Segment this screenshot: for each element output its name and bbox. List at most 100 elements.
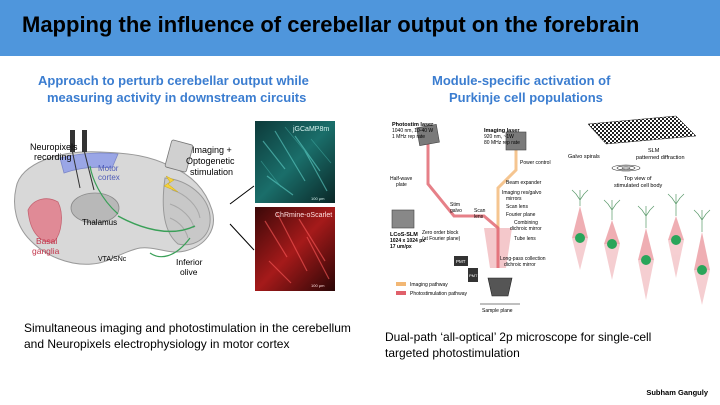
cell-body-4 (671, 235, 681, 245)
label-plate: plate (396, 182, 407, 188)
label-combining: Combining (514, 220, 538, 226)
label-stim: Stim (450, 202, 460, 208)
brain-schematic-figure: Neuropixels recording Motor cortex Thala… (14, 130, 235, 277)
right-heading: Module-specific activation of Purkinje c… (432, 72, 692, 106)
legend-photostim-swatch (396, 291, 406, 295)
label-olive: olive (180, 267, 198, 277)
left-caption-line1: Simultaneous imaging and photostimulatio… (24, 321, 351, 335)
stim-cone-2 (604, 220, 620, 244)
stim-cone-1 (572, 206, 588, 238)
label-patterned: patterned diffraction (636, 155, 685, 161)
label-lcos1: LCoS-SLM (390, 232, 418, 238)
label-imaging-plus: Imaging + (192, 145, 232, 155)
cell-targeting-diagram: SLM patterned diffraction Galvo spirals … (568, 115, 711, 305)
label-imaging-spec2: 80 MHz rep rate (484, 140, 520, 146)
left-caption-line2: and Neuropixels electrophysiology in mot… (24, 337, 290, 351)
label-photostim-pathway: Photostimulation pathway (410, 291, 467, 297)
microscope-schematic: Photostim laser 1040 nm, 10-40 W 1 MHz r… (390, 122, 551, 314)
label-photostim-laser: Photostim laser (392, 122, 434, 128)
label-imaging-res: Imaging res/galvo (502, 190, 542, 196)
cerebellum (162, 177, 211, 246)
label-neuropixels: Neuropixels (30, 142, 78, 152)
label-imaging-spec1: 920 nm, ~1W (484, 134, 514, 140)
left-heading: Approach to perturb cerebellar output wh… (38, 72, 338, 106)
label-recording: recording (34, 152, 72, 162)
right-heading-line2: Purkinje cell populations (449, 90, 603, 105)
label-scan-lens: Scan lens (506, 204, 528, 210)
label-galvo: galvo (450, 208, 462, 214)
cell-body-3 (641, 255, 651, 265)
label-basal: Basal (36, 236, 57, 246)
label-scale-1: 100 μm (311, 196, 325, 201)
basal-ganglia-region (27, 198, 62, 243)
label-top-view2: stimulated cell body (614, 183, 663, 189)
label-vta: VTA/SNc (98, 256, 127, 263)
stim-cone-5 (694, 232, 710, 270)
motor-cortex-region (59, 152, 119, 174)
label-lcos2: 1024 x 1024 px (390, 238, 425, 244)
label-dichroic-mirror: dichroic mirror (510, 226, 542, 232)
label-sample-plane: Sample plane (482, 308, 513, 314)
label-fourier-plane: Fourier plane (506, 212, 536, 218)
right-caption: Dual-path ‘all-optical’ 2p microscope fo… (385, 329, 705, 361)
stim-cone-4 (668, 216, 684, 240)
left-heading-line1: Approach to perturb cerebellar output wh… (38, 73, 309, 88)
title-bar: Mapping the influence of cerebellar outp… (0, 0, 720, 56)
imaging-laser (505, 131, 527, 151)
pmt-2 (468, 268, 478, 282)
label-tube-lens: Tube lens (514, 236, 536, 242)
label-scan: Scan (474, 208, 486, 214)
label-mirrors: mirrors (506, 196, 522, 202)
connector-lines (229, 185, 255, 251)
label-imaging-laser: Imaging laser (484, 128, 520, 134)
right-caption-line1: Dual-path ‘all-optical’ 2p microscope fo… (385, 330, 652, 344)
label-lcos3: 17 um/px (390, 244, 412, 250)
left-heading-line2: measuring activity in downstream circuit… (47, 90, 307, 105)
stim-cone-3 (638, 228, 654, 260)
label-zero-order1: Zero order block (422, 230, 459, 236)
neuropixels-probe-1 (70, 130, 75, 152)
left-caption: Simultaneous imaging and photostimulatio… (24, 320, 364, 352)
cell-body-2 (607, 239, 617, 249)
pmt-1 (454, 256, 468, 266)
thalamus-region (70, 192, 120, 224)
label-motor: Motor (98, 164, 119, 173)
label-slm: SLM (648, 148, 660, 154)
label-scale-2: 100 μm (311, 283, 325, 288)
legend-imaging-swatch (396, 282, 406, 286)
label-thalamus: Thalamus (82, 218, 117, 227)
slide-title: Mapping the influence of cerebellar outp… (22, 12, 640, 37)
label-chrmine: ChRmine-oScarlet (275, 212, 332, 219)
right-caption-line2: targeted photostimulation (385, 346, 520, 360)
microscopy-panels: jGCaMP8m 100 μm ChRmine-oScarlet 100 μm (255, 121, 335, 291)
photostim-laser (416, 124, 440, 146)
objective-lens (164, 139, 194, 173)
gcamp-image (255, 121, 335, 203)
cell-body-5 (697, 265, 707, 275)
label-pmt1: PMT (456, 259, 466, 264)
right-heading-line1: Module-specific activation of (432, 73, 611, 88)
label-imaging-pathway: Imaging pathway (410, 282, 448, 288)
cell-body-1 (575, 233, 585, 243)
lightning-icon (163, 175, 179, 193)
label-optogenetic: Optogenetic (186, 156, 235, 166)
label-long-pass2: dichroic mirror (504, 262, 536, 268)
label-lens: lens (474, 214, 484, 220)
label-inferior: Inferior (176, 257, 203, 267)
label-top-view1: Top view of (624, 176, 652, 182)
slm-grid (587, 115, 697, 145)
label-stimulation: stimulation (190, 167, 233, 177)
author-name: Subham Ganguly (646, 388, 708, 397)
label-ganglia: ganglia (32, 246, 60, 256)
label-photostim-spec2: 1 MHz rep rate (392, 134, 425, 140)
label-cortex: cortex (98, 173, 120, 182)
label-long-pass1: Long-pass collection (500, 256, 546, 262)
neuropixels-probe-2 (82, 130, 87, 152)
objective (487, 277, 513, 297)
label-power-control: Power control (520, 160, 551, 166)
lcos-slm (391, 209, 415, 229)
galvo-spiral-icon (611, 164, 641, 172)
label-galvo-spirals: Galvo spirals (568, 154, 600, 160)
label-half-wave: Half-wave (390, 176, 412, 182)
label-photostim-spec1: 1040 nm, 10-40 W (392, 128, 433, 134)
